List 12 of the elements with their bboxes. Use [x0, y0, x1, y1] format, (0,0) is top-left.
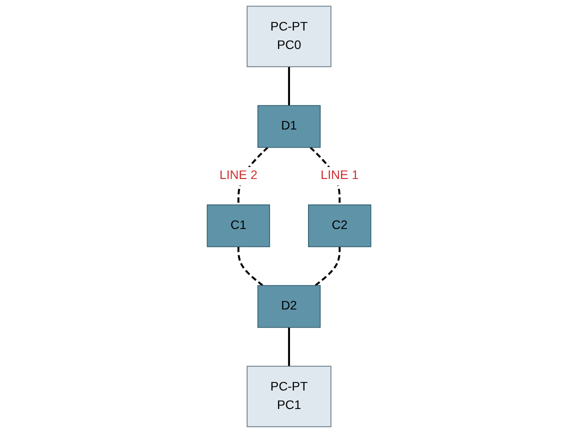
connector	[314, 246, 341, 286]
node-box: D1	[257, 105, 321, 148]
connector	[288, 66, 290, 106]
node-box: C1	[206, 204, 270, 248]
node-box: PC-PT PC0	[246, 6, 332, 68]
edge-label: LINE 2	[219, 169, 258, 182]
node-box: C2	[308, 204, 372, 248]
connector	[288, 327, 290, 366]
connector	[237, 246, 264, 286]
node-box: D2	[257, 285, 321, 328]
node-box: PC-PT PC1	[246, 366, 332, 428]
edge-label: LINE 1	[320, 169, 359, 182]
